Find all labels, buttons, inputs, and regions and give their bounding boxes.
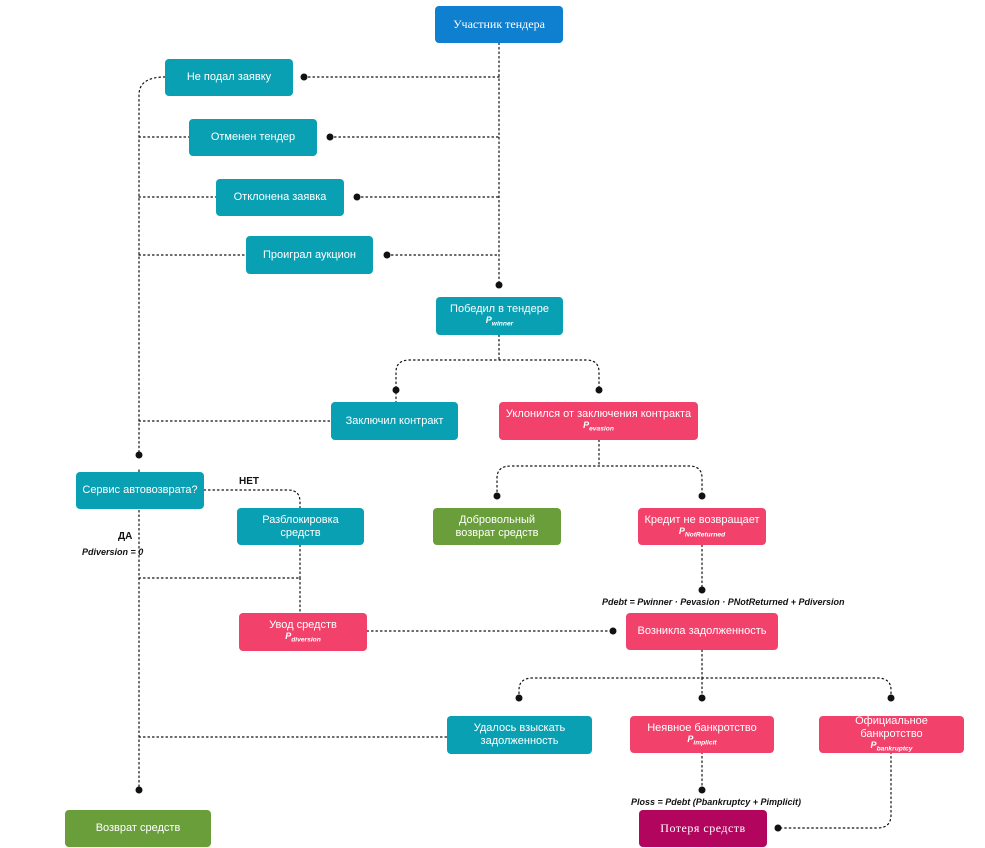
node-probability: PNotReturned bbox=[678, 525, 726, 540]
node-voluntary-return: Добровольный возврат средств bbox=[433, 508, 561, 545]
node-won-tender: Победил в тендере Pwinner bbox=[436, 297, 563, 335]
node-label: Неявное банкротство bbox=[647, 721, 757, 734]
node-probability: Pimplicit bbox=[687, 733, 717, 748]
node-debt-arose: Возникла задолженность bbox=[626, 613, 778, 650]
node-label: Добровольный возврат средств bbox=[455, 513, 539, 539]
node-label: Победил в тендере bbox=[450, 303, 549, 316]
node-probability: Pbankruptcy bbox=[871, 741, 913, 754]
probability-subscript: NotReturned bbox=[684, 531, 726, 539]
node-probability: Pdiversion bbox=[285, 632, 321, 645]
formula-p-debt: Pdebt = Pwinner · Pevasion · PNotReturne… bbox=[602, 597, 845, 607]
probability-subscript: diversion bbox=[291, 636, 321, 644]
node-label: Увод средств bbox=[269, 619, 337, 632]
formula-p-loss: Ploss = Pdebt (Pbankruptcy + Pimplicit) bbox=[631, 797, 802, 807]
probability-subscript: bankruptcy bbox=[876, 745, 913, 753]
node-debt-recovered: Удалось взыскать задолженность bbox=[447, 716, 592, 754]
probability-symbol: P bbox=[583, 420, 590, 431]
node-official-bankruptcy: Официальное банкротство Pbankruptcy bbox=[819, 715, 964, 754]
node-tender-cancelled: Отменен тендер bbox=[189, 119, 317, 156]
node-label: Возврат средств bbox=[95, 822, 181, 834]
node-label: Проиграл аукцион bbox=[263, 248, 356, 261]
label-yes: ДА bbox=[118, 531, 133, 542]
probability-symbol: P bbox=[285, 631, 292, 642]
node-evaded-contract: Уклонился от заключения контракта Pevasi… bbox=[499, 402, 698, 440]
node-label: Уклонился от заключения контракта bbox=[505, 408, 692, 421]
node-label: Возникла задолженность bbox=[637, 625, 767, 637]
probability-subscript: winner bbox=[491, 320, 514, 328]
node-auto-return-service: Сервис автовозврата? bbox=[76, 472, 204, 509]
node-label: Участник тендера bbox=[453, 17, 545, 31]
probability-symbol: P bbox=[687, 733, 694, 744]
node-label: Отменен тендер bbox=[210, 131, 296, 143]
node-probability: Pevasion bbox=[583, 421, 614, 434]
node-unblock-funds: Разблокировка средств bbox=[237, 508, 364, 545]
node-credit-not-returned: Кредит не возвращает PNotReturned bbox=[638, 508, 766, 545]
node-label: Отклонена заявка bbox=[233, 191, 327, 203]
node-label: Официальное банкротство bbox=[855, 715, 928, 741]
node-label: Сервис автовозврата? bbox=[82, 484, 198, 496]
probability-subscript: evasion bbox=[589, 425, 614, 433]
node-no-application: Не подал заявку bbox=[165, 59, 293, 96]
probability-symbol: P bbox=[485, 315, 492, 326]
node-funds-loss: Потеря средств bbox=[639, 810, 767, 847]
node-probability: Pwinner bbox=[486, 316, 513, 329]
node-label: Потеря средств bbox=[660, 821, 746, 835]
label-no: НЕТ bbox=[239, 476, 259, 487]
node-label: Кредит не возвращает bbox=[644, 513, 760, 526]
probability-symbol: P bbox=[870, 740, 877, 751]
node-tender-participant: Участник тендера bbox=[435, 6, 563, 43]
node-funds-diversion: Увод средств Pdiversion bbox=[239, 613, 367, 651]
node-implicit-bankruptcy: Неявное банкротство Pimplicit bbox=[630, 716, 774, 753]
node-auction-lost: Проиграл аукцион bbox=[246, 236, 373, 274]
label-p-diversion-zero: Pdiversion = 0 bbox=[82, 547, 144, 557]
probability-symbol: P bbox=[678, 525, 685, 536]
node-label: Не подал заявку bbox=[186, 71, 272, 83]
node-application-rejected: Отклонена заявка bbox=[216, 179, 344, 216]
node-contract-signed: Заключил контракт bbox=[331, 402, 458, 440]
node-label: Заключил контракт bbox=[345, 414, 444, 427]
node-label: Удалось взыскать задолженность bbox=[473, 722, 566, 747]
node-label: Разблокировка средств bbox=[262, 513, 339, 539]
probability-subscript: implicit bbox=[693, 739, 717, 747]
node-funds-return: Возврат средств bbox=[65, 810, 211, 847]
